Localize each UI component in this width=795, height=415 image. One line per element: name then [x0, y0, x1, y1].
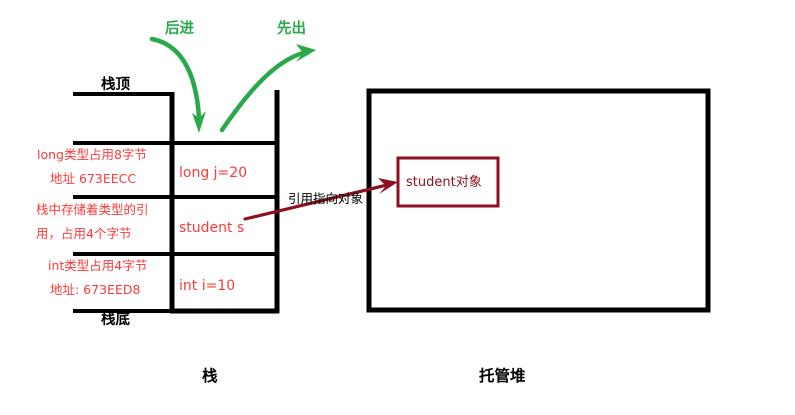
stack-cell-long-j: long j=20 [179, 165, 248, 181]
stack-bottom-label: 栈底 [101, 312, 130, 328]
annotation-ref-line1: 栈中存储着类型的引 [36, 202, 149, 217]
student-object-label: student对象 [406, 175, 482, 190]
first-out-label: 先出 [277, 21, 306, 37]
annotation-int-line2: 地址: 673EED8 [50, 282, 141, 297]
first-out-arrow-icon [219, 44, 316, 133]
stack-title: 栈 [202, 367, 218, 385]
stack-cell-int-i: int i=10 [179, 278, 236, 294]
last-in-label: 后进 [165, 21, 194, 37]
annotation-int-line1: int类型占用4字节 [48, 258, 148, 273]
annotation-ref-line2: 用，占用4个字节 [36, 226, 132, 241]
reference-pointer-arrow-icon [243, 178, 398, 221]
stack-dividers [73, 141, 277, 313]
managed-heap-box [366, 88, 711, 313]
stack-walls [169, 90, 280, 314]
annotation-long-line2: 地址 673EECC [50, 171, 137, 186]
last-in-arrow-icon [149, 36, 206, 133]
annotation-long-line1: long类型占用8字节 [37, 147, 147, 162]
reference-pointer-label: 引用指向对象 [288, 191, 364, 206]
stack-top-label: 栈顶 [101, 77, 130, 93]
stack-cell-student-s: student s [179, 220, 245, 236]
heap-title: 托管堆 [479, 367, 526, 385]
